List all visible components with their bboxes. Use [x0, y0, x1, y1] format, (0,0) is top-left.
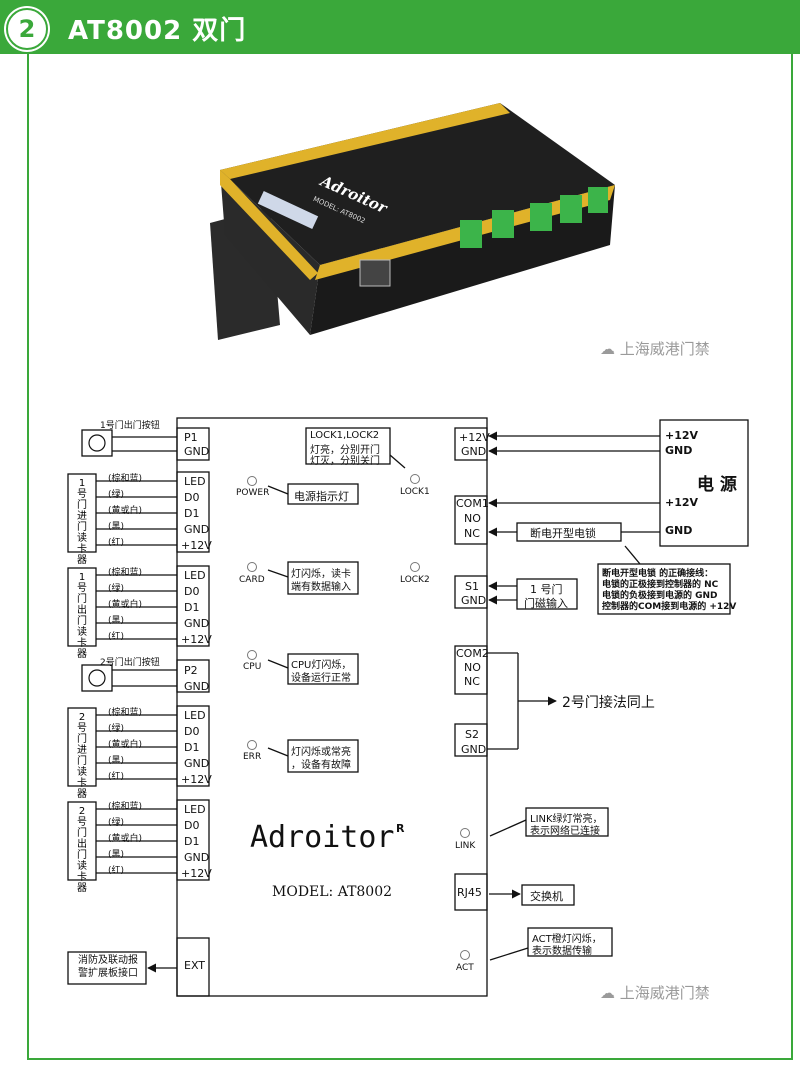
content-frame: [27, 54, 793, 1060]
reader-1-in-label: 1号门进门读卡器: [77, 478, 87, 566]
exit-button-1-label: 1号门出门按钮: [100, 421, 160, 431]
watermark-bottom: ☁ 上海威港门禁: [600, 984, 710, 1002]
exit-button-2-label: 2号门出门按钮: [100, 658, 160, 668]
reader-2-out-label: 2号门出门读卡器: [77, 806, 87, 894]
door-2-same-label: 2号门接法同上: [562, 695, 655, 711]
registered-mark: R: [396, 822, 405, 835]
cpu-led-icon: [247, 650, 257, 660]
device-photo: Adroitor MODEL: AT8002: [210, 103, 615, 340]
reader-2-in-label: 2号门进门读卡器: [77, 712, 87, 800]
lock2-led-icon: [410, 562, 420, 572]
act-led-icon: [460, 950, 470, 960]
led-err-label: ERR: [243, 752, 262, 762]
wechat-icon: ☁: [600, 984, 620, 1002]
controller-brand: Adroitor: [250, 820, 395, 855]
psu-gnd-2: GND: [665, 524, 693, 537]
section-number: 2: [6, 8, 48, 50]
led-cpu-label: CPU: [243, 662, 262, 672]
link-led-icon: [460, 828, 470, 838]
power-led-icon: [247, 476, 257, 486]
psu-title: 电 源: [697, 475, 737, 495]
led-card-label: CARD: [239, 575, 265, 585]
controller-model: MODEL: AT8002: [272, 884, 393, 900]
page-title: AT8002 双门: [68, 16, 247, 46]
psu-12v-2: +12V: [665, 496, 699, 509]
power-led-note: 电源指示灯: [294, 490, 349, 503]
led-act-label: ACT: [456, 963, 474, 973]
fire-alarm-interface-label: 消防及联动报警扩展板接口: [78, 955, 138, 979]
switch-label: 交换机: [530, 890, 563, 903]
card-led-icon: [247, 562, 257, 572]
led-power-label: POWER: [236, 488, 270, 498]
psu-gnd-1: GND: [665, 444, 693, 457]
electric-lock-label: 断电开型电锁: [530, 527, 596, 540]
err-led-icon: [247, 740, 257, 750]
terminal-ext: EXT: [184, 959, 206, 972]
led-lock1-label: LOCK1: [400, 487, 430, 497]
watermark-top: ☁ 上海威港门禁: [600, 340, 710, 358]
reader-1-out-label: 1号门出门读卡器: [77, 572, 87, 660]
wechat-icon: ☁: [600, 340, 620, 358]
lock1-led-icon: [410, 474, 420, 484]
header-bar: 2 AT8002 双门: [0, 0, 800, 54]
terminal-rj45: RJ45: [457, 886, 482, 899]
psu-12v-1: +12V: [665, 429, 699, 442]
led-lock2-label: LOCK2: [400, 575, 430, 585]
led-link-label: LINK: [455, 841, 476, 851]
